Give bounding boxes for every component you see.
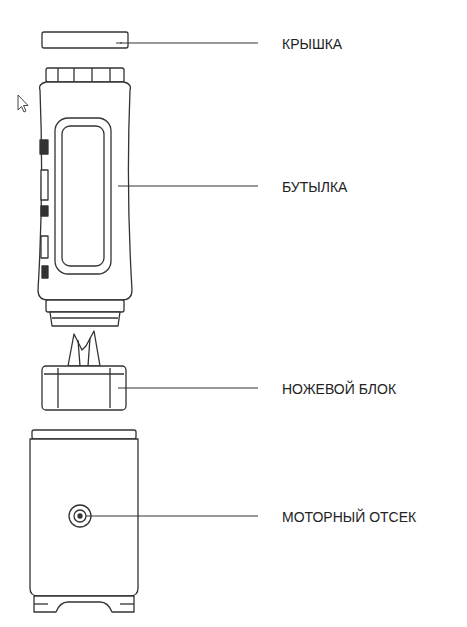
part-label: НОЖЕВОЙ БЛОК: [280, 381, 398, 398]
leader-line: [86, 516, 258, 517]
leader-line: [120, 43, 258, 44]
part-label: БУТЫЛКА: [280, 179, 349, 196]
lid-shape: [42, 32, 128, 48]
part-label: КРЫШКА: [280, 36, 344, 53]
cursor-icon: [18, 95, 28, 112]
motor-base-shape: [30, 430, 138, 612]
blade-unit-shape: [42, 331, 126, 410]
leader-line: [118, 186, 258, 187]
bottle-shape: [38, 68, 132, 326]
leader-line: [118, 388, 258, 389]
part-label: МОТОРНЫЙ ОТСЕК: [280, 509, 418, 526]
